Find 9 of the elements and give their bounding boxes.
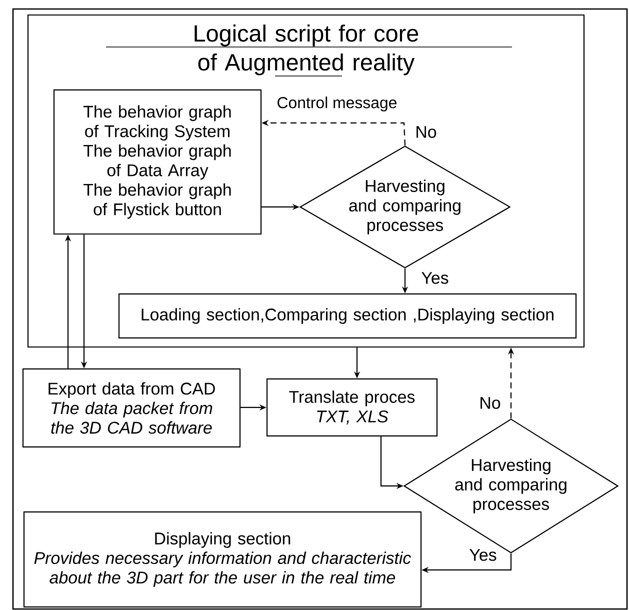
process-box: Displaying section Provides necessary information and characteristic about the 3D part for the user in the real time xyxy=(23,511,422,608)
process-box: Translate proces TXT, XLS xyxy=(266,378,438,437)
note-label: Control message xyxy=(278,96,396,112)
process-box: Export data from CAD The data packet from the 3D CAD software xyxy=(22,368,241,448)
process-box: Loading section,Comparing section ,Displaying section xyxy=(118,293,577,339)
edge-label: Yes xyxy=(420,271,450,285)
edge-label: No xyxy=(414,125,438,139)
process-box: The behavior graph of Tracking System The behavior graph of Data Array The behavior graph of Flystick button xyxy=(53,89,262,235)
edge-label: No xyxy=(478,396,502,410)
